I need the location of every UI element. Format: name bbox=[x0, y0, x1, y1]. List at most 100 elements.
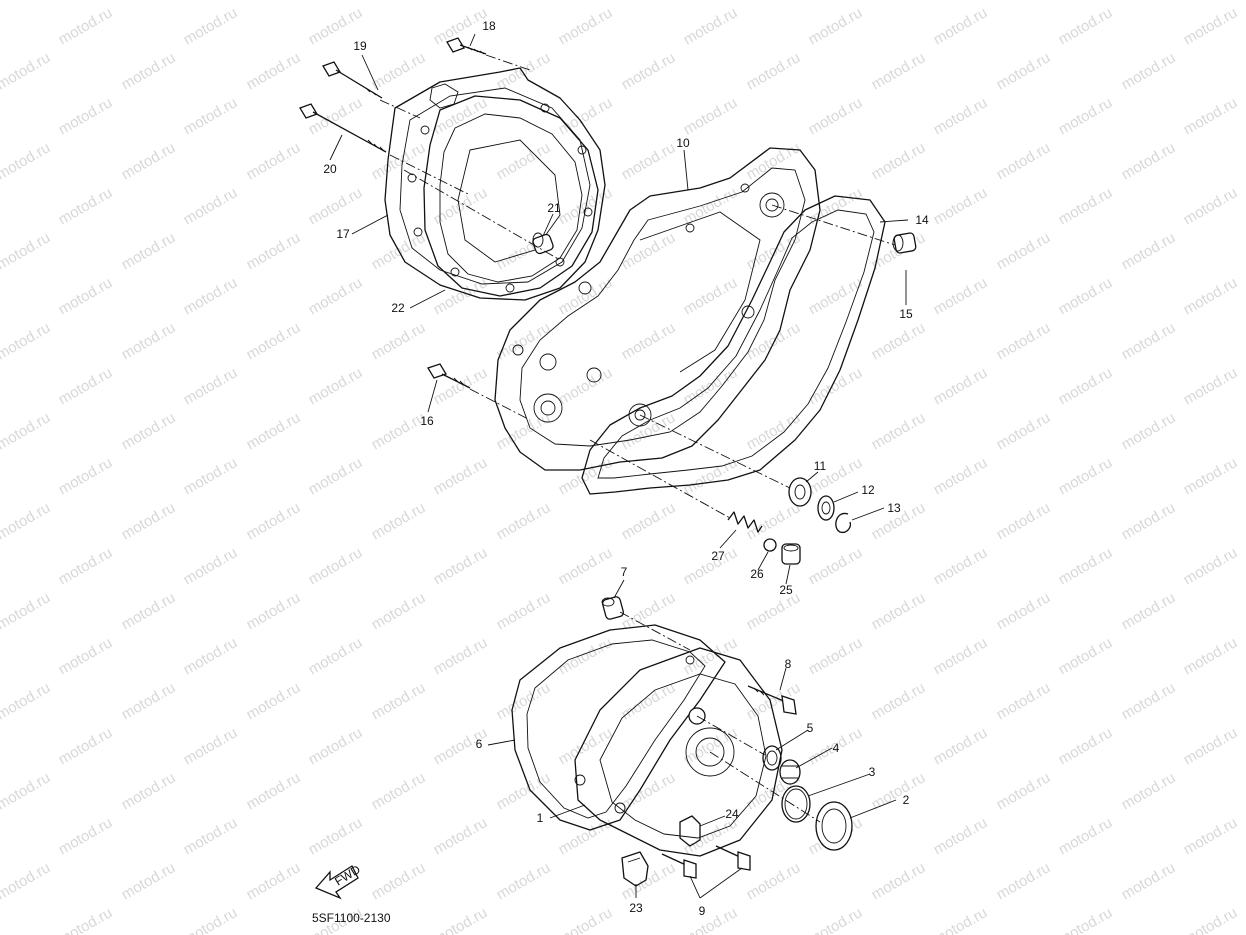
watermark-text: motod.ru bbox=[56, 94, 116, 138]
watermark-text: motod.ru bbox=[1181, 94, 1241, 138]
watermark-text: motod.ru bbox=[556, 4, 616, 48]
watermark-text: motod.ru bbox=[306, 274, 366, 318]
watermark-text: motod.ru bbox=[181, 274, 241, 318]
callout-6: 6 bbox=[476, 737, 483, 751]
watermark-text: motod.ru bbox=[931, 454, 991, 498]
callout-27: 27 bbox=[711, 549, 725, 563]
callout-13: 13 bbox=[887, 501, 901, 515]
watermark-text: motod.ru bbox=[619, 0, 679, 3]
watermark-text: motod.ru bbox=[1181, 274, 1241, 318]
watermark-text: motod.ru bbox=[869, 0, 929, 3]
watermark-text: motod.ru bbox=[1119, 769, 1179, 813]
watermark-text: motod.ru bbox=[1181, 904, 1241, 935]
watermark-text: motod.ru bbox=[744, 49, 804, 93]
watermark-text: motod.ru bbox=[1119, 859, 1179, 903]
callout-16: 16 bbox=[420, 414, 434, 428]
watermark-text: motod.ru bbox=[431, 814, 491, 858]
part-20-bolt bbox=[299, 103, 387, 153]
watermark-text: motod.ru bbox=[431, 94, 491, 138]
watermark-text: motod.ru bbox=[869, 139, 929, 183]
watermark-text: motod.ru bbox=[431, 634, 491, 678]
watermark-text: motod.ru bbox=[494, 0, 554, 3]
watermark-text: motod.ru bbox=[994, 409, 1054, 453]
part-3-o-ring bbox=[781, 785, 811, 823]
watermark-text: motod.ru bbox=[994, 859, 1054, 903]
watermark-text: motod.ru bbox=[494, 589, 554, 633]
callout-14: 14 bbox=[915, 213, 929, 227]
watermark-text: motod.ru bbox=[806, 274, 866, 318]
watermark-text: motod.ru bbox=[1181, 814, 1241, 858]
watermark-text: motod.ru bbox=[744, 859, 804, 903]
watermark-text: motod.ru bbox=[56, 364, 116, 408]
watermark-text: motod.ru bbox=[431, 904, 491, 935]
watermark-text: motod.ru bbox=[0, 0, 53, 3]
watermark-text: motod.ru bbox=[1056, 904, 1116, 935]
part-19-bolt bbox=[322, 61, 383, 99]
watermark-text: motod.ru bbox=[806, 904, 866, 935]
watermark-text: motod.ru bbox=[1119, 229, 1179, 273]
watermark-text: motod.ru bbox=[744, 0, 804, 3]
watermark-text: motod.ru bbox=[56, 454, 116, 498]
watermark-text: motod.ru bbox=[869, 319, 929, 363]
fwd-arrow: FWD bbox=[314, 862, 363, 900]
watermark-text: motod.ru bbox=[244, 49, 304, 93]
watermark-text: motod.ru bbox=[931, 4, 991, 48]
watermark-text: motod.ru bbox=[56, 274, 116, 318]
watermark-text: motod.ru bbox=[244, 769, 304, 813]
watermark-text: motod.ru bbox=[494, 319, 554, 363]
part-7-dowel-pin bbox=[601, 596, 625, 620]
watermark-text: motod.ru bbox=[681, 904, 741, 935]
watermark-text: motod.ru bbox=[994, 319, 1054, 363]
part-10-crankcase-cover bbox=[494, 147, 821, 471]
watermark-text: motod.ru bbox=[306, 364, 366, 408]
watermark-text: motod.ru bbox=[1119, 679, 1179, 723]
watermark-text: motod.ru bbox=[806, 364, 866, 408]
watermark-text: motod.ru bbox=[806, 634, 866, 678]
watermark-text: motod.ru bbox=[306, 184, 366, 228]
watermark-text: motod.ru bbox=[0, 589, 53, 633]
part-6-gasket bbox=[511, 624, 726, 831]
watermark-text: motod.ru bbox=[431, 274, 491, 318]
watermark-text: motod.ru bbox=[56, 904, 116, 935]
callout-9: 9 bbox=[699, 904, 706, 918]
watermark-text: motod.ru bbox=[56, 724, 116, 768]
callout-2: 2 bbox=[903, 793, 910, 807]
callout-15: 15 bbox=[899, 307, 913, 321]
watermark-text: motod.ru bbox=[119, 229, 179, 273]
watermark-text: motod.ru bbox=[369, 499, 429, 543]
watermark-text: motod.ru bbox=[806, 544, 866, 588]
watermark-text: motod.ru bbox=[994, 679, 1054, 723]
watermark-text: motod.ru bbox=[619, 49, 679, 93]
part-26-ball bbox=[763, 538, 777, 552]
watermark-text: motod.ru bbox=[119, 139, 179, 183]
watermark-text: motod.ru bbox=[119, 589, 179, 633]
watermark-text: motod.ru bbox=[1119, 499, 1179, 543]
watermark-text: motod.ru bbox=[1056, 814, 1116, 858]
watermark-text: motod.ru bbox=[494, 859, 554, 903]
watermark-text: motod.ru bbox=[181, 814, 241, 858]
watermark-text: motod.ru bbox=[181, 184, 241, 228]
callout-19: 19 bbox=[353, 39, 367, 53]
part-15-dowel-pin bbox=[892, 232, 917, 254]
watermark-text: motod.ru bbox=[369, 0, 429, 3]
watermark-text: motod.ru bbox=[1119, 49, 1179, 93]
watermark-text: motod.ru bbox=[1181, 724, 1241, 768]
watermark-text: motod.ru bbox=[681, 4, 741, 48]
callout-18: 18 bbox=[482, 19, 496, 33]
watermark-text: motod.ru bbox=[306, 94, 366, 138]
watermark-text: motod.ru bbox=[244, 319, 304, 363]
watermark-text: motod.ru bbox=[1181, 544, 1241, 588]
part-16-bolt bbox=[427, 363, 471, 389]
part-14-cover-gasket bbox=[581, 195, 886, 495]
watermark-text: motod.ru bbox=[1181, 4, 1241, 48]
callout-24: 24 bbox=[725, 807, 739, 821]
watermark-text: motod.ru bbox=[1181, 634, 1241, 678]
watermark-text: motod.ru bbox=[369, 589, 429, 633]
watermark-text: motod.ru bbox=[244, 139, 304, 183]
watermark-text: motod.ru bbox=[931, 364, 991, 408]
watermark-text: motod.ru bbox=[181, 4, 241, 48]
part-25-plug bbox=[781, 543, 801, 565]
watermark-text: motod.ru bbox=[119, 319, 179, 363]
watermark-text: motod.ru bbox=[306, 454, 366, 498]
